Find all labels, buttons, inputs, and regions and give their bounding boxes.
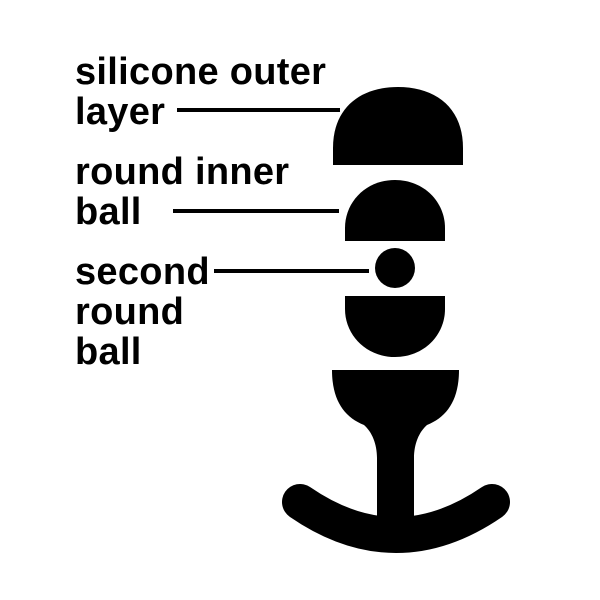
label-line: ball [75, 191, 142, 233]
label-round-inner-ball: round inner ball [75, 152, 289, 232]
label-line: round [75, 291, 185, 333]
label-silicone-outer-layer: silicone outer layer [75, 52, 326, 132]
label-line: round inner [75, 151, 290, 193]
second-ball-circle-shape [375, 248, 415, 288]
label-line: ball [75, 331, 142, 373]
leader-line-outer-layer [177, 108, 340, 112]
lower-ball-bowl-shape [345, 296, 445, 357]
leader-line-second-ball [214, 269, 369, 273]
anchor-base-shape [282, 484, 510, 553]
label-line: second [75, 251, 210, 293]
label-line: silicone outer [75, 51, 327, 93]
leader-line-inner-ball [173, 209, 339, 213]
label-second-round-ball: second round ball [75, 252, 210, 372]
plug-body-shape [332, 370, 459, 524]
label-line: layer [75, 91, 166, 133]
outer-layer-dome-shape [333, 87, 463, 165]
inner-ball-dome-shape [345, 180, 445, 241]
